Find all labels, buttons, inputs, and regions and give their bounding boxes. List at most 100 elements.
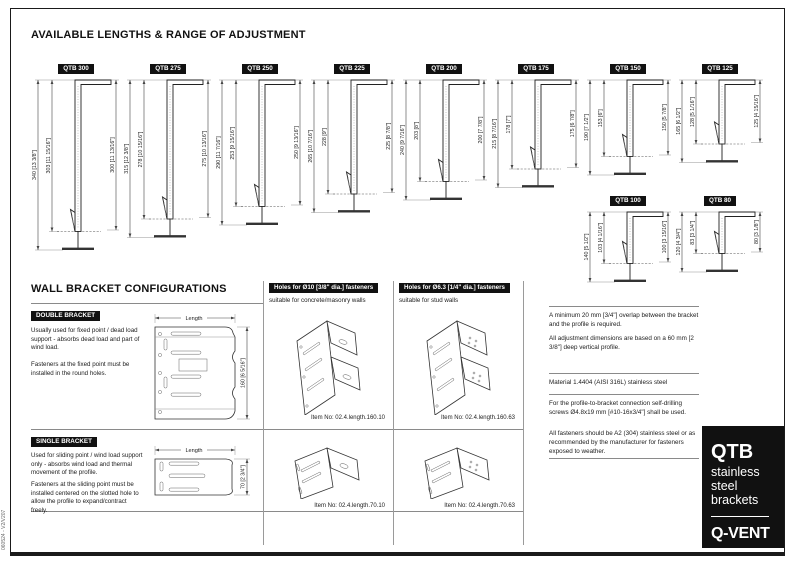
- note-adjustment: All adjustment dimensions are based on a…: [549, 335, 694, 351]
- single-bracket-chip: SINGLE BRACKET: [31, 437, 97, 447]
- svg-text:150 [5 7/8"]: 150 [5 7/8"]: [662, 104, 668, 131]
- length-diagram: 315 [12 3/8"]278 [10 15/16"]275 [10 13/1…: [124, 79, 211, 238]
- length-diagram: 215 [8 7/16"] 178 [7"] 175 [6 7/8"]: [492, 79, 579, 188]
- double-bracket-desc: Usually used for fixed point / dead load…: [31, 327, 140, 352]
- length-diagram: 340 [13 3/8"] 303 [11 15/16"] 300 [11 13/1…: [32, 79, 119, 251]
- single-bracket-drawing: Length 70 [2 3/4"]: [154, 446, 250, 496]
- single-bracket-o10-3d: [294, 447, 360, 499]
- divider: [31, 303, 263, 304]
- svg-text:290 [11 7/16"]: 290 [11 7/16"]: [216, 136, 222, 169]
- svg-text:120 [4 3/4"]: 120 [4 3/4"]: [676, 228, 682, 255]
- double-height-dim: 160 [6 5/16"]: [241, 358, 247, 388]
- divider: [549, 373, 699, 374]
- divider: [31, 511, 523, 512]
- single-height-dim: 70 [2 3/4"]: [241, 464, 247, 488]
- double-bracket-chip: DOUBLE BRACKET: [31, 311, 101, 321]
- item-no-double-o63: Item No: 02.4.length.160.63: [440, 415, 515, 421]
- svg-text:100 [3 15/16"]: 100 [3 15/16"]: [662, 220, 668, 253]
- holes-o63-chip: Holes for Ø6.3 [1/4" dia.] fasteners: [399, 283, 510, 293]
- double-bracket-o63-3d: [426, 320, 491, 415]
- item-no-double-o10: Item No: 02.4.length.160.10: [310, 415, 385, 421]
- length-dim-label: Length: [185, 448, 202, 454]
- bracket-label-chip: QTB 200: [426, 64, 462, 74]
- length-diagram: 140 [5 1/2"] 103 [4 1/16"] 100 [3 15/16"]: [584, 211, 671, 283]
- length-diagram: 165 [6 1/2"]128 [5 1/16"]125 [4 15/16"]: [676, 79, 763, 163]
- double-bracket-o10-3d: [296, 320, 361, 415]
- bracket-label-chip: QTB 175: [518, 64, 554, 74]
- svg-text:275 [10 13/16"]: 275 [10 13/16"]: [202, 130, 208, 166]
- qtb-diagram-qtb-275: QTB 275 315 [12 3/8"]278 [10 15/16"]275 […: [121, 57, 215, 246]
- svg-text:300 [11 13/16"]: 300 [11 13/16"]: [110, 137, 116, 173]
- holes-o63-subtitle: suitable for stud walls: [399, 297, 459, 304]
- svg-text:140 [5 1/2"]: 140 [5 1/2"]: [584, 233, 590, 260]
- svg-text:178 [7"]: 178 [7"]: [506, 115, 512, 134]
- product-name: QTB: [711, 441, 754, 463]
- divider: [549, 306, 699, 307]
- single-bracket-o63-3d: [424, 447, 490, 499]
- document-code: 060524 - V2/V207: [1, 509, 7, 550]
- bracket-label-chip: QTB 100: [610, 196, 646, 206]
- note-screws: For the profile-to-bracket connection se…: [549, 400, 686, 416]
- holes-o10-subtitle: suitable for concrete/masonry walls: [269, 297, 366, 304]
- svg-text:153 [6"]: 153 [6"]: [598, 109, 604, 128]
- length-diagram: 240 [9 7/16"]203 [8"]200 [7 7/8"]: [400, 79, 487, 201]
- bracket-label-chip: QTB 275: [150, 64, 186, 74]
- double-bracket-drawing: Length 160 [6 5/16"]: [154, 314, 250, 420]
- bracket-label-chip: QTB 150: [610, 64, 646, 74]
- svg-text:265 [10 7/16"]: 265 [10 7/16"]: [308, 129, 314, 162]
- note-overlap: A minimum 20 mm [3/4"] overlap between t…: [549, 312, 699, 328]
- column-divider: [393, 281, 394, 545]
- svg-text:215 [8 7/16"]: 215 [8 7/16"]: [492, 118, 498, 148]
- item-no-single-o63: Item No: 02.4.length.70.63: [444, 503, 515, 509]
- qtb-diagram-qtb-250: QTB 250 290 [11 7/16"] 253 [9 15/16"] 250 […: [213, 57, 307, 233]
- bracket-label-chip: QTB 250: [242, 64, 278, 74]
- length-dim-label: Length: [185, 316, 202, 322]
- brand-box: QTB stainless steel brackets Q-VENT: [702, 426, 784, 548]
- single-bracket-desc: Used for sliding point / wind load suppo…: [31, 452, 143, 477]
- section-title-configurations: WALL BRACKET CONFIGURATIONS: [31, 283, 227, 295]
- single-bracket-note: Fasteners at the sliding point must be i…: [31, 481, 139, 515]
- svg-text:278 [10 15/16"]: 278 [10 15/16"]: [138, 131, 144, 167]
- brand-divider: [711, 516, 769, 517]
- qvent-logo: Q-VENT: [711, 525, 770, 542]
- svg-text:165 [6 1/2"]: 165 [6 1/2"]: [676, 107, 682, 134]
- svg-text:128 [5 1/16"]: 128 [5 1/16"]: [690, 97, 696, 127]
- svg-text:250 [9 13/16"]: 250 [9 13/16"]: [294, 126, 300, 159]
- bracket-label-chip: QTB 225: [334, 64, 370, 74]
- note-fasteners: All fasteners should be A2 (304) stainle…: [549, 430, 696, 455]
- bracket-label-chip: QTB 300: [58, 64, 94, 74]
- note-material: Material 1.4404 (AISI 316L) stainless st…: [549, 379, 668, 386]
- brackets-canvas: QTB 300 340 [13 3/8"] 303 [11 15/16"] 300 […: [11, 9, 784, 283]
- qtb-diagram-qtb-150: QTB 150 190 [7 1/2"] 153 [6"] 150 [5 7/8"]: [581, 57, 675, 183]
- length-diagram: 190 [7 1/2"] 153 [6"] 150 [5 7/8"]: [584, 79, 671, 176]
- svg-text:203 [8"]: 203 [8"]: [414, 121, 420, 140]
- svg-text:80 [3 1/8"]: 80 [3 1/8"]: [754, 219, 760, 243]
- qtb-diagram-qtb-175: QTB 175 215 [8 7/16"] 178 [7"] 175 [6 7/8"]: [489, 57, 583, 196]
- item-no-single-o10: Item No: 02.4.length.70.10: [314, 503, 385, 509]
- svg-text:303 [11 15/16"]: 303 [11 15/16"]: [46, 138, 52, 174]
- divider: [549, 458, 699, 459]
- svg-text:340 [13 3/8"]: 340 [13 3/8"]: [32, 150, 38, 180]
- svg-text:253 [9 15/16"]: 253 [9 15/16"]: [230, 126, 236, 159]
- column-divider: [263, 281, 264, 545]
- qtb-diagram-qtb-300: QTB 300 340 [13 3/8"] 303 [11 15/16"] 300 […: [29, 57, 123, 258]
- length-diagram: 120 [4 3/4"] 83 [3 1/4"] 80 [3 1/8"]: [676, 211, 763, 273]
- double-bracket-note: Fasteners at the fixed point must be ins…: [31, 361, 130, 377]
- svg-text:190 [7 1/2"]: 190 [7 1/2"]: [584, 114, 590, 141]
- divider: [549, 394, 699, 395]
- svg-text:200 [7 7/8"]: 200 [7 7/8"]: [478, 116, 484, 143]
- svg-text:83 [3 1/4"]: 83 [3 1/4"]: [690, 220, 696, 244]
- svg-text:225 [8 7/8"]: 225 [8 7/8"]: [386, 122, 392, 149]
- svg-text:103 [4 1/16"]: 103 [4 1/16"]: [598, 222, 604, 252]
- divider: [31, 429, 523, 430]
- svg-text:175 [6 7/8"]: 175 [6 7/8"]: [570, 110, 576, 137]
- holes-o10-chip: Holes for Ø10 [3/8" dia.] fasteners: [269, 283, 379, 293]
- page-frame: AVAILABLE LENGTHS & RANGE OF ADJUSTMENT …: [10, 8, 785, 556]
- column-divider: [523, 281, 524, 545]
- section-title-lengths: AVAILABLE LENGTHS & RANGE OF ADJUSTMENT: [31, 29, 306, 41]
